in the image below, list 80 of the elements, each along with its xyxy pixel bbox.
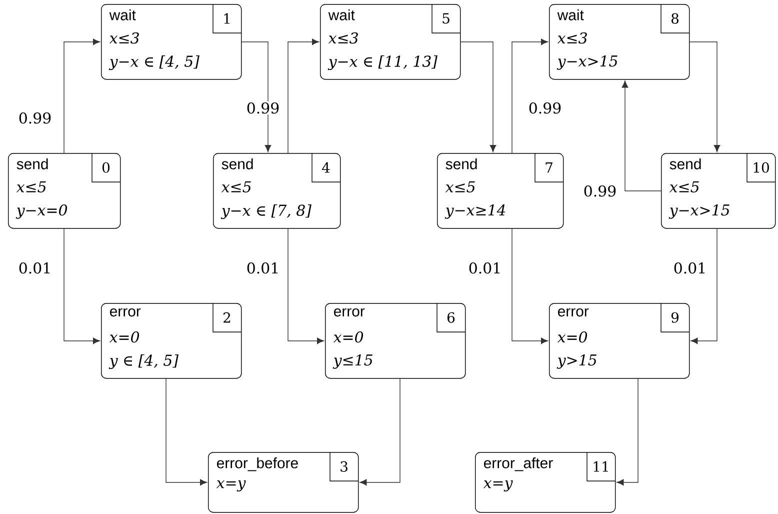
state-name: wait xyxy=(557,9,584,20)
index-box: 6 xyxy=(436,302,466,332)
condition-text: y>15 xyxy=(556,354,596,369)
condition-text: y−x ∈ [7, 8] xyxy=(220,204,312,219)
index-box: 4 xyxy=(312,152,340,182)
arrow xyxy=(689,42,720,152)
condition-text: y≤15 xyxy=(332,354,372,369)
state-box xyxy=(101,302,242,379)
state-box xyxy=(661,152,776,229)
index-box: 3 xyxy=(330,452,358,482)
index-box: 0 xyxy=(92,152,120,182)
arrow xyxy=(616,378,638,486)
arrow xyxy=(241,42,272,152)
condition-text: y ∈ [4, 5] xyxy=(108,354,179,369)
index-box: 9 xyxy=(660,302,690,332)
state-name: send xyxy=(670,158,701,170)
condition-text: y−x=0 xyxy=(16,204,67,219)
arrow xyxy=(64,38,100,154)
index-box: 7 xyxy=(534,152,564,182)
index-box: 2 xyxy=(212,302,242,332)
condition-text: x≤5 xyxy=(445,181,475,192)
arrow xyxy=(360,378,400,486)
arrow xyxy=(288,38,320,154)
state-box xyxy=(437,152,564,229)
state-name: send xyxy=(16,158,48,170)
state-name: wait xyxy=(109,9,136,20)
state-name: error xyxy=(334,308,365,317)
index-box: 8 xyxy=(660,4,690,34)
state-name: error xyxy=(110,308,141,317)
state-box xyxy=(320,4,461,80)
state-box xyxy=(549,302,690,379)
condition-text: x=y xyxy=(483,480,513,492)
index-box: 5 xyxy=(432,4,460,34)
condition-text: y−x ∈ [11, 13] xyxy=(328,55,438,70)
condition-text: x≤3 xyxy=(557,32,587,44)
state-name: send xyxy=(222,158,253,170)
arrow xyxy=(512,228,548,344)
state-box xyxy=(549,4,690,80)
edge-label: 0.99 xyxy=(582,184,618,198)
condition-text: x≤3 xyxy=(328,32,358,44)
condition-text: x≤5 xyxy=(669,181,699,192)
state-name: error_before xyxy=(217,457,298,472)
index-box: 11 xyxy=(586,452,616,482)
condition-text: x≤5 xyxy=(221,181,251,192)
arrow xyxy=(622,80,662,192)
arrow xyxy=(288,228,324,344)
state-box xyxy=(101,4,242,80)
condition-text: x≤5 xyxy=(16,181,46,192)
edge-label: 0.01 xyxy=(467,261,503,275)
arrow xyxy=(166,378,208,486)
condition-text: x=0 xyxy=(333,331,364,343)
condition-text: x=0 xyxy=(557,331,588,343)
state-name: error_after xyxy=(484,457,553,472)
state-box xyxy=(8,152,121,229)
state-name: error xyxy=(558,308,589,317)
edge-label: 0.99 xyxy=(17,111,53,125)
edge-label: 0.99 xyxy=(245,101,281,115)
edge-label: 0.01 xyxy=(245,261,281,275)
condition-text: y−x≥14 xyxy=(444,204,506,219)
edge-label: 0.01 xyxy=(672,261,708,275)
state-box xyxy=(208,452,359,513)
state-name: send xyxy=(446,158,477,170)
arrow xyxy=(460,42,496,152)
edge-label: 0.99 xyxy=(527,101,563,115)
condition-text: x=y xyxy=(216,480,246,492)
index-box: 10 xyxy=(746,152,776,182)
condition-text: x=0 xyxy=(109,331,140,343)
condition-text: y−x ∈ [4, 5] xyxy=(108,55,200,70)
state-box xyxy=(475,452,616,513)
arrow xyxy=(64,228,100,344)
state-box xyxy=(325,302,466,379)
arrow xyxy=(690,228,718,344)
arrow xyxy=(512,38,548,154)
state-box xyxy=(213,152,341,229)
condition-text: y−x>15 xyxy=(668,204,730,219)
edge-label: 0.01 xyxy=(17,261,53,275)
condition-text: x≤3 xyxy=(109,32,139,44)
index-box: 1 xyxy=(212,4,242,34)
condition-text: y−x>15 xyxy=(556,55,618,70)
state-name: wait xyxy=(328,9,355,20)
